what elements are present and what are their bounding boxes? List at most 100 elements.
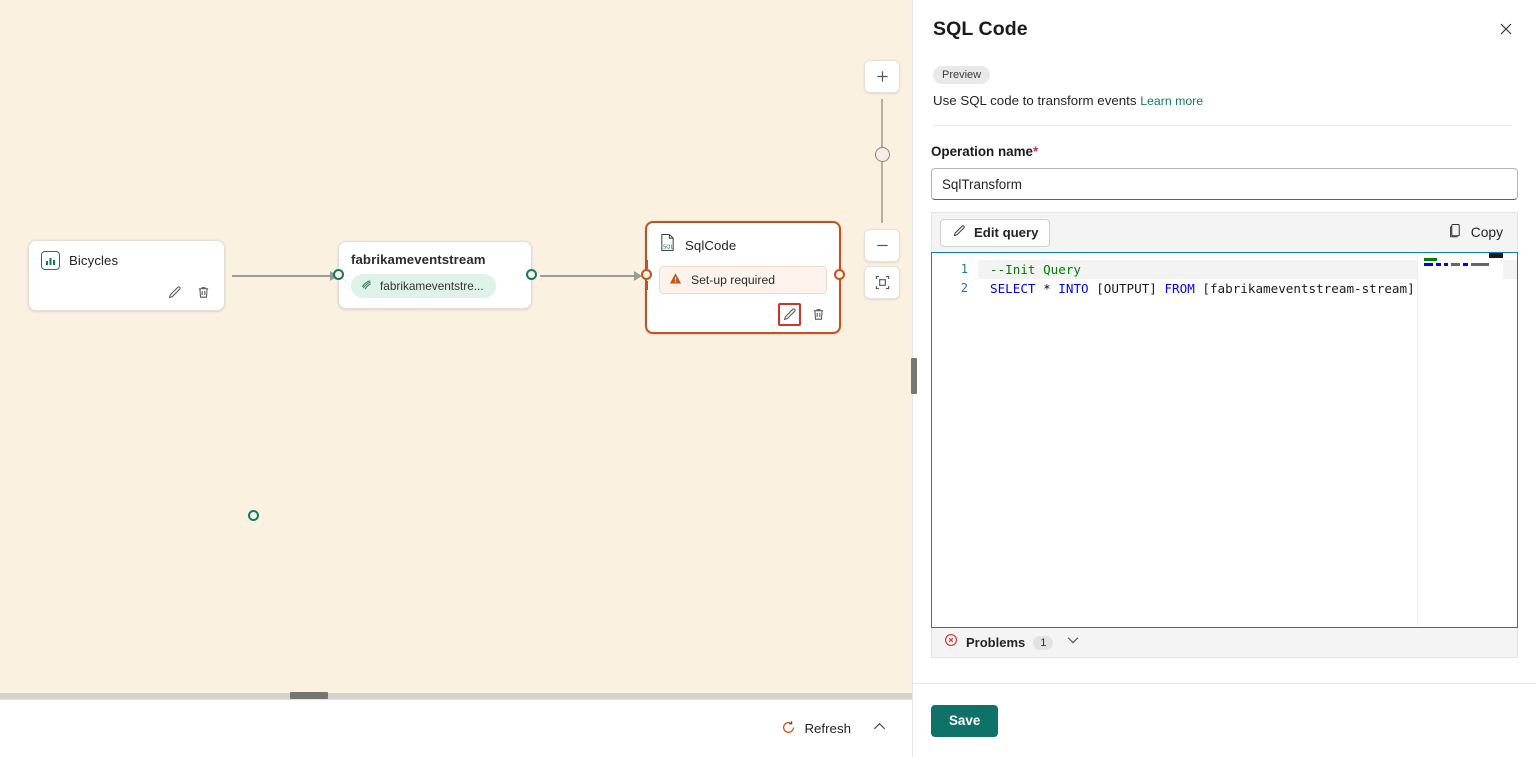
close-icon[interactable] [1494, 17, 1518, 41]
canvas-hscroll-thumb[interactable] [290, 692, 328, 699]
copy-icon [1448, 223, 1463, 242]
node-title-sqlcode: SqlCode [685, 237, 737, 253]
bar-chart-icon [41, 251, 60, 270]
edit-node-icon[interactable] [778, 303, 801, 326]
node-header: SQL SqlCode [647, 223, 839, 257]
status-badge-setup-required: Set-up required [659, 266, 827, 294]
line-number: 1 [960, 262, 968, 276]
panel-description: Use SQL code to transform events Learn m… [933, 93, 1512, 108]
chevron-down-icon[interactable] [1065, 632, 1081, 653]
edge-eventstream-to-sqlcode [540, 275, 640, 277]
operation-name-label-text: Operation name [931, 144, 1033, 159]
canvas-bottom-bar: Refresh [0, 699, 912, 757]
copy-button[interactable]: Copy [1448, 223, 1503, 242]
input-port-eventstream[interactable] [333, 269, 344, 280]
code-token: INTO [1058, 281, 1089, 296]
delete-node-icon[interactable] [192, 281, 215, 304]
svg-text:SQL: SQL [663, 245, 673, 251]
operation-name-input[interactable] [931, 168, 1518, 200]
edge-arrow-2 [634, 271, 642, 281]
panel-footer: Save [913, 683, 1536, 757]
copy-label: Copy [1470, 225, 1503, 240]
refresh-label: Refresh [804, 721, 851, 736]
node-title-eventstream: fabrikameventstream [351, 252, 486, 267]
input-port-sqlcode[interactable] [641, 269, 652, 280]
canvas-hscroll-track[interactable] [0, 693, 912, 699]
node-actions-bicycles [163, 281, 215, 304]
minimap-mark [1471, 263, 1489, 266]
edit-query-label: Edit query [974, 225, 1039, 240]
code-token: SELECT [990, 281, 1036, 296]
delete-node-icon[interactable] [807, 303, 830, 326]
zoom-slider-thumb[interactable] [875, 147, 890, 162]
line-number: 2 [960, 281, 968, 295]
code-token: [OUTPUT] [1088, 281, 1165, 296]
zoom-in-button[interactable] [864, 60, 900, 93]
stream-icon [360, 278, 373, 294]
divider [933, 125, 1512, 126]
learn-more-link[interactable]: Learn more [1140, 94, 1204, 108]
zoom-out-button[interactable] [864, 229, 900, 262]
output-port-bicycles[interactable] [248, 510, 259, 521]
pencil-icon [952, 224, 966, 241]
canvas-node-eventstream[interactable]: fabrikameventstream fabrikameventstre... [338, 241, 532, 309]
sql-file-icon: SQL [659, 233, 676, 257]
code-line: SELECT * INTO [OUTPUT] FROM [fabrikameve… [990, 279, 1417, 298]
code-token: --Init Query [990, 262, 1081, 277]
node-header: Bicycles [29, 241, 224, 270]
eventstream-canvas[interactable]: Bicycles [0, 0, 912, 757]
refresh-icon [781, 720, 796, 738]
page-title: SQL Code [933, 18, 1028, 40]
eventstream-pill-label: fabrikameventstre... [380, 279, 484, 293]
panel-resize-handle[interactable] [911, 358, 917, 394]
operation-name-label: Operation name* [931, 144, 1518, 159]
panel-description-text: Use SQL code to transform events [933, 93, 1137, 108]
minimap-mark [1444, 263, 1448, 266]
minimap-scrollbar[interactable] [1489, 253, 1503, 627]
fit-to-screen-button[interactable] [864, 266, 900, 299]
minimap-mark [1463, 263, 1468, 266]
warning-icon [669, 272, 682, 288]
edit-node-icon[interactable] [163, 281, 186, 304]
node-header: fabrikameventstream [339, 242, 531, 267]
editor-minimap[interactable] [1417, 253, 1503, 627]
editor-toolbar: Edit query Copy [931, 212, 1518, 252]
canvas-surface[interactable]: Bicycles [0, 0, 912, 757]
error-circle-icon [944, 633, 958, 652]
output-port-eventstream[interactable] [526, 269, 537, 280]
preview-badge: Preview [933, 66, 991, 84]
canvas-node-sqlcode[interactable]: SQL SqlCode Set-up required [645, 221, 841, 334]
save-button[interactable]: Save [931, 704, 999, 737]
chevron-up-icon[interactable] [871, 718, 888, 740]
code-token: FROM [1164, 281, 1195, 296]
problems-label: Problems [966, 635, 1026, 650]
minimap-mark [1424, 258, 1437, 261]
port-stub-top [646, 260, 649, 269]
required-marker: * [1032, 144, 1039, 159]
problems-bar[interactable]: Problems 1 [931, 628, 1518, 658]
code-token [1036, 281, 1044, 296]
active-line-highlight [978, 260, 1517, 279]
editor-line-numbers: 1 2 [932, 253, 978, 627]
eventstream-source-pill[interactable]: fabrikameventstre... [351, 274, 496, 298]
code-line: --Init Query [990, 260, 1417, 279]
minimap-mark [1424, 263, 1433, 266]
output-port-sqlcode[interactable] [834, 269, 845, 280]
port-stub-bottom [646, 281, 649, 290]
node-title-bicycles: Bicycles [69, 253, 119, 268]
canvas-zoom-controls [864, 60, 900, 299]
edge-bicycles-to-eventstream [232, 275, 334, 277]
canvas-node-bicycles[interactable]: Bicycles [28, 240, 259, 521]
panel-header: SQL Code Preview Use SQL code to transfo… [913, 0, 1536, 126]
sql-code-panel: SQL Code Preview Use SQL code to transfo… [912, 0, 1536, 757]
refresh-button[interactable]: Refresh [781, 720, 851, 738]
minimap-mark [1451, 263, 1460, 266]
minimap-slider[interactable] [1489, 253, 1503, 258]
status-badge-label: Set-up required [691, 273, 776, 287]
zoom-slider[interactable] [864, 93, 900, 229]
edit-query-button[interactable]: Edit query [940, 218, 1051, 247]
code-token: [fabrikameventstream-stream] [1194, 281, 1415, 296]
